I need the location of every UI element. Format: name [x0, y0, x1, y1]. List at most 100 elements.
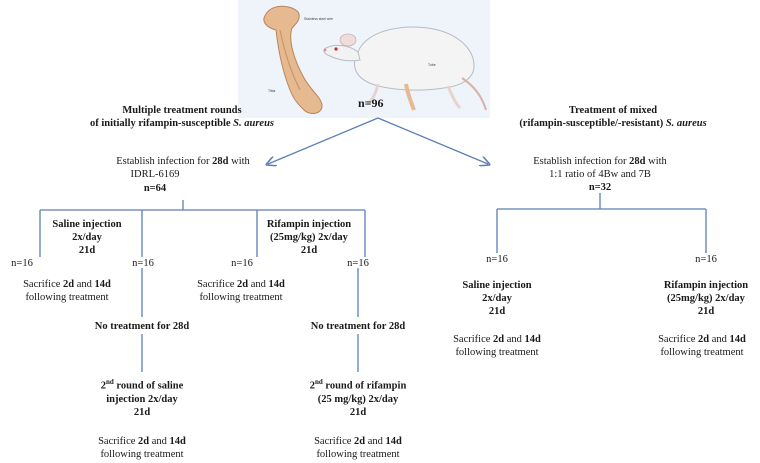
branch-b-rifampin-label: Rifampin injection (25mg/kg) 2x/day 21d — [652, 279, 760, 318]
branch-b-saline-line2: 2x/day — [482, 293, 512, 304]
saline-final-sacrifice: Sacrifice 2d and 14d following treatment — [82, 435, 202, 461]
branch-a-title: Multiple treatment rounds of initially r… — [84, 104, 280, 130]
branch-b-title-line1: Treatment of mixed — [568, 105, 658, 116]
branch-b-rifampin-line1: Rifampin injection — [663, 280, 749, 291]
rifampin-label-line2: (25mg/kg) 2x/day — [270, 232, 348, 243]
branch-b-rifampin-sacrifice-d2: 14d — [729, 334, 746, 345]
saline-second-round-sup: nd — [105, 378, 114, 386]
branch-a-establish-prefix: Establish infection for — [116, 156, 210, 167]
branch-a-title-line2: of initially rifampin-susceptible S. aur… — [84, 117, 280, 130]
branch-b-saline-sacrifice: Sacrifice 2d and 14d following treatment — [437, 333, 557, 359]
saline-sacrifice-line2: following treatment — [25, 292, 109, 303]
branch-b-saline-label: Saline injection 2x/day 21d — [447, 279, 547, 318]
branch-b-title-prefix: (rifampin-susceptible/-resistant) — [519, 118, 664, 129]
branch-b-rifampin-sacrifice-line1: Sacrifice 2d and 14d — [645, 333, 759, 346]
branch-b-rifampin-sacrifice: Sacrifice 2d and 14d following treatment — [645, 333, 759, 359]
rifampin-label: Rifampin injection (25mg/kg) 2x/day 21d — [255, 218, 363, 257]
branch-a-establish-line1: Establish infection for 28d with — [88, 155, 278, 168]
branch-b-species: S. aureus — [665, 118, 707, 129]
rifampin-sacrifice-d2: 14d — [268, 279, 285, 290]
rifampin-final-d1: 2d — [354, 436, 366, 447]
saline-second-round-rest: round of saline — [116, 380, 184, 392]
branch-b-saline-line3: 21d — [488, 306, 506, 317]
branch-b-saline-line1: Saline injection — [462, 280, 532, 291]
branch-b-saline-sacrifice-line1: Sacrifice 2d and 14d — [437, 333, 557, 346]
branch-b-title-line2: (rifampin-susceptible/-resistant) S. aur… — [498, 117, 728, 130]
tibia-bone-icon — [263, 5, 323, 114]
saline-sacrifice-d2: 14d — [94, 279, 111, 290]
branch-b-rifampin-sacrifice-line2: following treatment — [660, 347, 744, 358]
branch-b-establish-prefix: Establish infection for — [533, 156, 627, 167]
saline-n-left: n=16 — [11, 258, 33, 269]
branch-b-rifampin-line2: (25mg/kg) 2x/day — [667, 293, 745, 304]
branch-a-establish-suffix: with — [231, 156, 250, 167]
branch-a-species: S. aureus — [233, 118, 275, 129]
rifampin-second-round-ord: 2 — [309, 380, 315, 392]
branch-b-n: n=32 — [588, 182, 612, 193]
rat-illustration-svg: Stainless steel wire Tibia Tube — [238, 0, 490, 118]
saline-label-line2: 2x/day — [72, 232, 102, 243]
branch-b-rifampin-sacrifice-and: and — [711, 334, 727, 345]
branch-b-ratio: 1:1 ratio of 4Bw and 7B — [549, 169, 651, 180]
branch-b-rifampin-line3: 21d — [697, 306, 715, 317]
rifampin-final-line2: following treatment — [316, 449, 400, 460]
branch-b-rifampin-n: n=16 — [695, 254, 717, 265]
rifampin-second-round-line1: 2nd round of rifampin — [293, 376, 423, 393]
saline-sacrifice: Sacrifice 2d and 14d following treatment — [2, 278, 132, 304]
rifampin-final-line1: Sacrifice 2d and 14d — [298, 435, 418, 448]
rifampin-second-round-rest: round of rifampin — [325, 380, 407, 392]
branch-a-strain: IDRL-6169 — [130, 169, 180, 180]
rifampin-final-d2: 14d — [385, 436, 402, 447]
rifampin-n-right: n=16 — [347, 258, 369, 269]
saline-final-d1: 2d — [138, 436, 150, 447]
branch-a-n: n=64 — [143, 183, 167, 194]
saline-second-round-line2: injection 2x/day — [106, 393, 178, 405]
saline-label-line1: Saline injection — [52, 219, 122, 230]
branch-b-establish: Establish infection for 28d with — [505, 155, 695, 168]
branch-b-saline-sacrifice-line2: following treatment — [455, 347, 539, 358]
rifampin-second-round-line3: 21d — [349, 406, 367, 418]
saline-final-line1: Sacrifice 2d and 14d — [82, 435, 202, 448]
branch-b-title: Treatment of mixed (rifampin-susceptible… — [498, 104, 728, 130]
rifampin-n-left: n=16 — [231, 258, 253, 269]
implant-label: Stainless steel wire — [304, 17, 333, 21]
total-n: n=96 — [358, 96, 384, 110]
rifampin-sacrifice-line2: following treatment — [199, 292, 283, 303]
branch-a-title-line1: Multiple treatment rounds — [122, 105, 242, 116]
saline-sacrifice-and: and — [76, 279, 92, 290]
saline-second-round-ord: 2 — [100, 380, 106, 392]
rat-tibia-illustration: Stainless steel wire Tibia Tube — [238, 0, 490, 118]
branch-b-saline-sacrifice-prefix: Sacrifice — [453, 334, 491, 345]
saline-no-treatment: No treatment for 28d — [94, 321, 190, 332]
branch-a-establish: Establish infection for 28d with — [88, 155, 278, 168]
rifampin-sacrifice-prefix: Sacrifice — [197, 279, 235, 290]
saline-final-and: and — [151, 436, 167, 447]
branch-b-rifampin-sacrifice-d1: 2d — [698, 334, 710, 345]
saline-second-round-line1: 2nd round of saline — [77, 376, 207, 393]
tube-label: Tube — [428, 63, 436, 67]
rifampin-sacrifice: Sacrifice 2d and 14d following treatment — [176, 278, 306, 304]
rifampin-final-prefix: Sacrifice — [314, 436, 352, 447]
rifampin-sacrifice-line1: Sacrifice 2d and 14d — [176, 278, 306, 291]
tibia-label: Tibia — [268, 89, 275, 93]
branch-b-establish-duration: 28d — [629, 156, 646, 167]
rifampin-sacrifice-and: and — [250, 279, 266, 290]
branch-b-rifampin-sacrifice-prefix: Sacrifice — [658, 334, 696, 345]
arrow-left — [268, 117, 379, 164]
branch-b-establish-line1: Establish infection for 28d with — [505, 155, 695, 168]
saline-final-line2: following treatment — [100, 449, 184, 460]
branch-a-establish-duration: 28d — [212, 156, 229, 167]
branch-b-establish-suffix: with — [648, 156, 667, 167]
saline-sacrifice-line1: Sacrifice 2d and 14d — [2, 278, 132, 291]
saline-final-d2: 14d — [169, 436, 186, 447]
saline-sacrifice-prefix: Sacrifice — [23, 279, 61, 290]
rifampin-final-and: and — [367, 436, 383, 447]
rifampin-sacrifice-d1: 2d — [237, 279, 249, 290]
branch-b-saline-sacrifice-and: and — [506, 334, 522, 345]
rifampin-final-sacrifice: Sacrifice 2d and 14d following treatment — [298, 435, 418, 461]
branch-b-saline-sacrifice-d2: 14d — [524, 334, 541, 345]
saline-label: Saline injection 2x/day 21d — [37, 218, 137, 257]
branch-a-title-prefix: of initially rifampin-susceptible — [89, 118, 231, 129]
saline-second-round-line3: 21d — [133, 406, 151, 418]
